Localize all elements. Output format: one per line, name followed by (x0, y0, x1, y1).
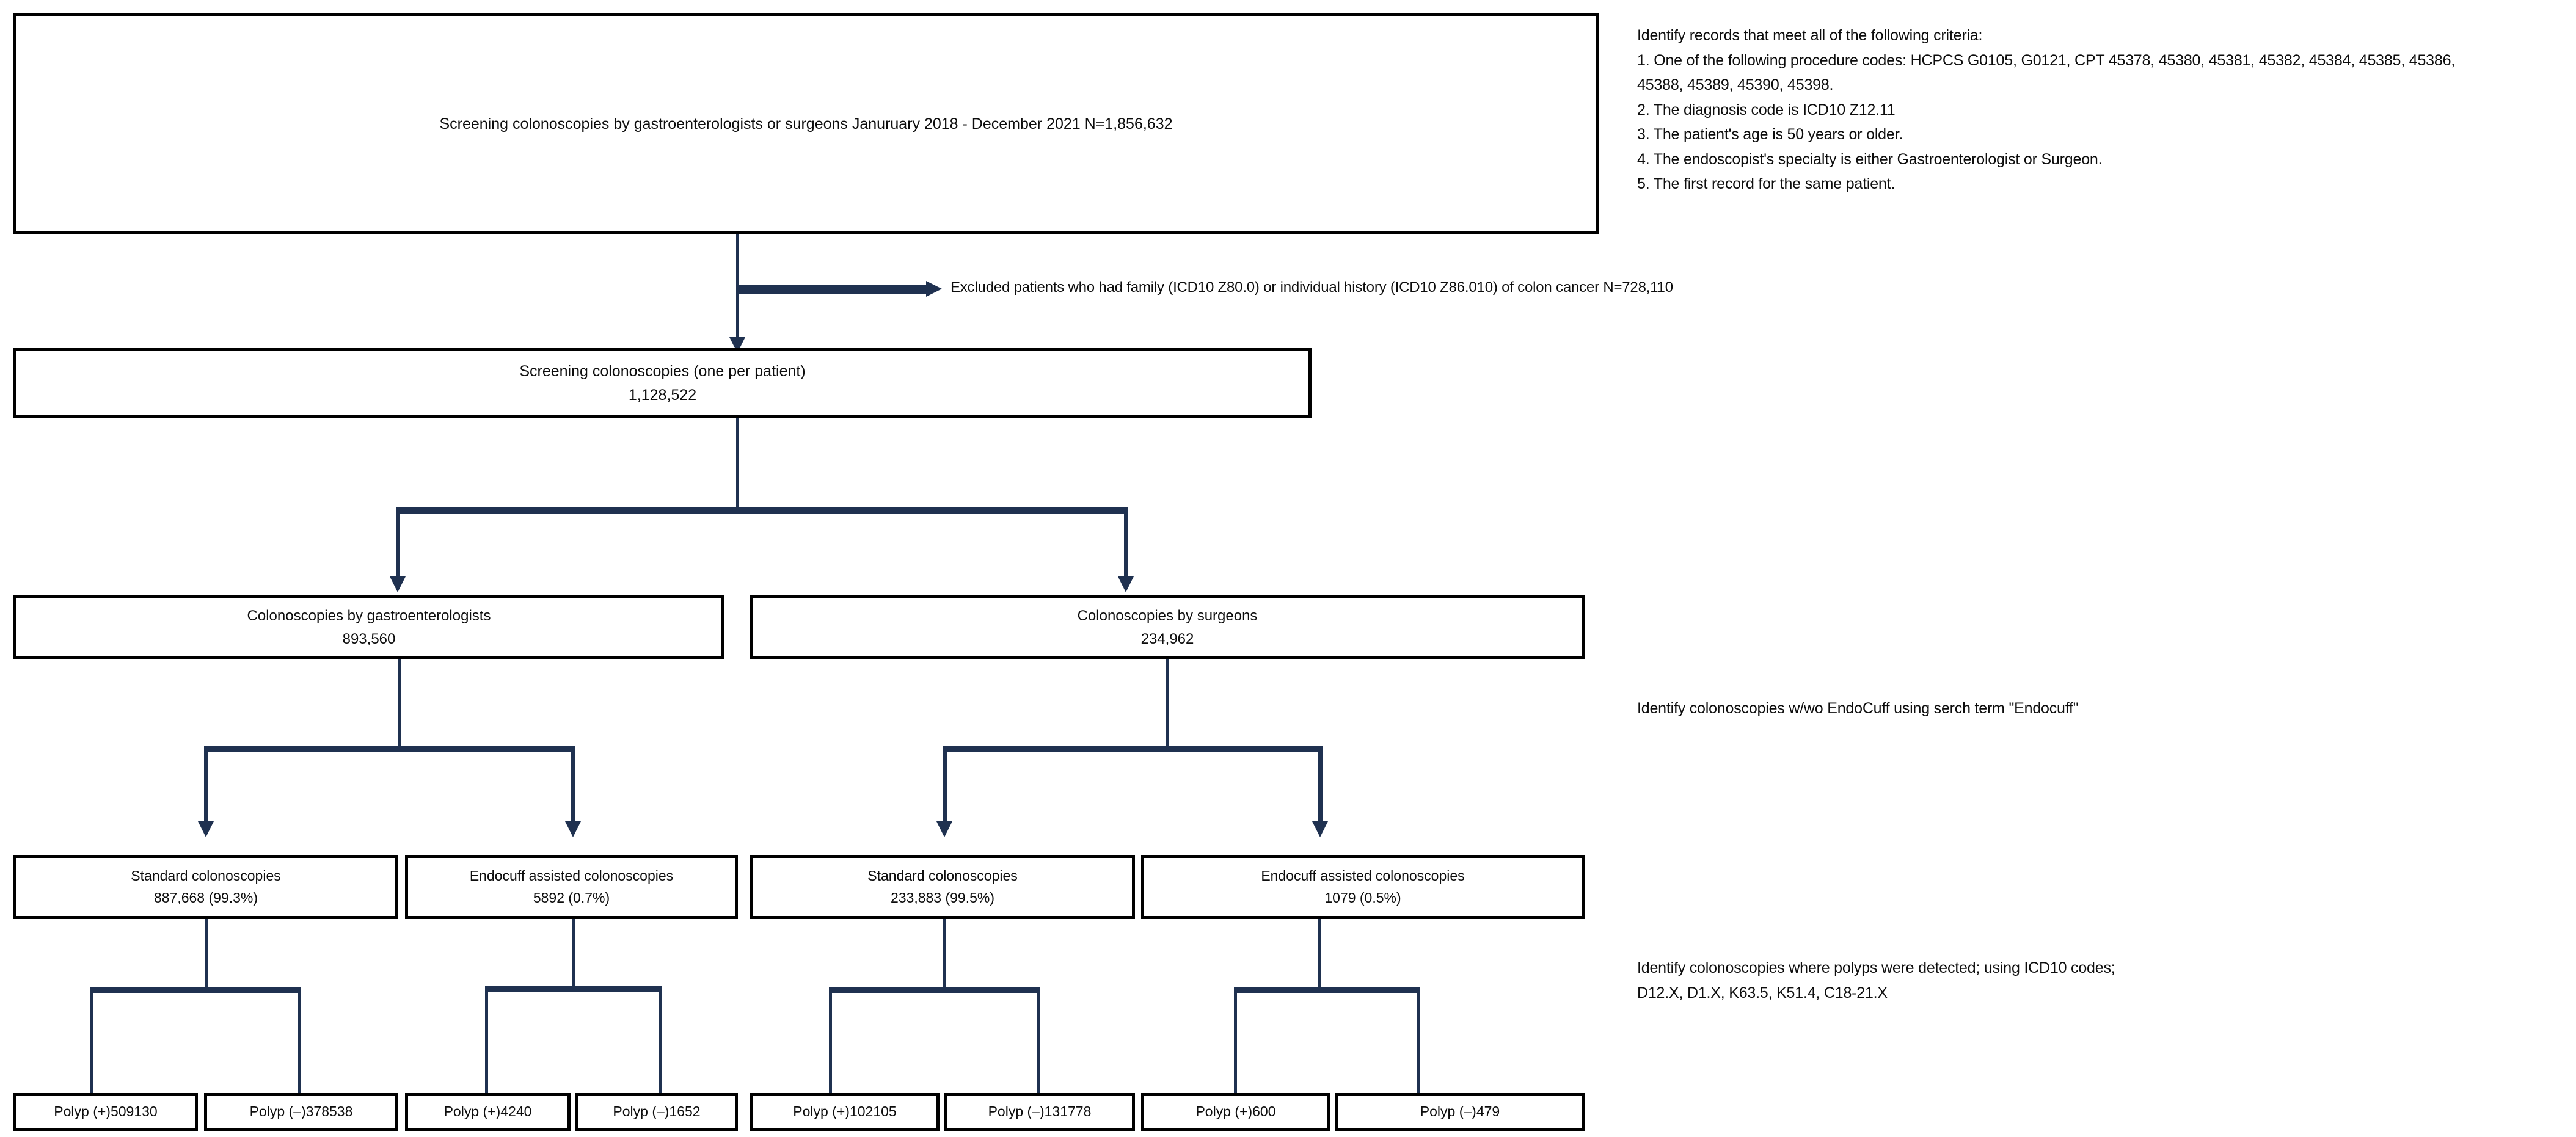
node-surgeons-line1: Colonoscopies by surgeons (1077, 608, 1258, 625)
node-gastro-endocuff-line2: 5892 (0.7%) (533, 889, 610, 906)
arrowhead-to-gastro (390, 576, 406, 592)
node-gastro-standard: Standard colonoscopies 887,668 (99.3%) (13, 855, 398, 919)
node-polyp-5: Polyp (+)102105 (750, 1093, 940, 1131)
note-criteria-heading: Identify records that meet all of the fo… (1637, 27, 1983, 44)
connector-polyp-5-drop (829, 987, 832, 1097)
connector-root-to-onepp (736, 234, 739, 348)
note-endocuff-line-0: Identify colonoscopies w/wo EndoCuff usi… (1637, 700, 2079, 717)
connector-gastro-endocuff-bar (485, 986, 662, 992)
node-polyp-8: Polyp (–)479 (1335, 1093, 1585, 1131)
node-gastro-line1: Colonoscopies by gastroenterologists (247, 608, 491, 625)
arrowhead-exclusion (926, 281, 942, 297)
note-criteria-item-4: 4. The endoscopist's specialty is either… (1637, 150, 2103, 168)
connector-gastro-endocuff-stem (572, 919, 575, 990)
note-criteria-item-5: 5. The first record for the same patient… (1637, 175, 1896, 192)
connector-polyp-1-drop (90, 987, 93, 1097)
node-polyp-7: Polyp (+)600 (1141, 1093, 1330, 1131)
node-surgeon-standard-line1: Standard colonoscopies (867, 867, 1018, 884)
node-polyp-1: Polyp (+)509130 (13, 1093, 198, 1131)
arrowhead-to-surgeon-standard (936, 821, 952, 837)
node-polyp-3: Polyp (+)4240 (405, 1093, 571, 1131)
node-surgeons-line2: 234,962 (1140, 630, 1194, 647)
node-polyp-6: Polyp (–)131778 (944, 1093, 1135, 1131)
connector-gastro-right-drop (571, 746, 575, 832)
note-criteria-item-0: 1. One of the following procedure codes:… (1637, 51, 2456, 69)
note-criteria-item-3: 3. The patient's age is 50 years or olde… (1637, 126, 1903, 143)
node-gastro-endocuff-line1: Endocuff assisted colonoscopies (469, 867, 674, 884)
node-polyp-8-line1: Polyp (–)479 (1420, 1103, 1500, 1120)
node-gastro-standard-line2: 887,668 (99.3%) (153, 889, 258, 906)
node-polyp-2-line1: Polyp (–)378538 (249, 1103, 353, 1120)
connector-gastro-bar (204, 746, 575, 752)
node-gastro-standard-line1: Standard colonoscopies (131, 867, 281, 884)
connector-gastro-stem (398, 659, 401, 748)
node-polyp-4-line1: Polyp (–)1652 (613, 1103, 701, 1120)
node-surgeon-endocuff-line2: 1079 (0.5%) (1324, 889, 1401, 906)
note-criteria-item-2: 2. The diagnosis code is ICD10 Z12.11 (1637, 101, 1896, 118)
connector-surgeons-stem (1166, 659, 1169, 748)
connector-onepp-bar (396, 507, 1128, 514)
node-polyp-6-line1: Polyp (–)131778 (988, 1103, 1092, 1120)
connector-gastro-standard-stem (205, 919, 208, 990)
note-polyps-line-1: D12.X, D1.X, K63.5, K51.4, C18-21.X (1637, 984, 1888, 1001)
arrowhead-to-surgeon-endocuff (1312, 821, 1328, 837)
arrowhead-to-gastro-endocuff (565, 821, 581, 837)
node-root-line1: Screening colonoscopies by gastroenterol… (439, 115, 1173, 133)
note-polyps-line-0: Identify colonoscopies where polyps were… (1637, 959, 2115, 976)
node-root: Screening colonoscopies by gastroenterol… (13, 13, 1599, 234)
connector-surgeons-left-drop (943, 746, 947, 832)
connector-surgeons-right-drop (1318, 746, 1323, 832)
node-polyp-3-line1: Polyp (+)4240 (443, 1103, 532, 1120)
connector-polyp-7-drop (1234, 987, 1237, 1097)
node-one-per-patient: Screening colonoscopies (one per patient… (13, 348, 1312, 418)
connector-gastro-standard-bar (90, 987, 301, 993)
note-criteria-item-1: 45388, 45389, 45390, 45398. (1637, 76, 1834, 93)
arrowhead-to-surgeons (1118, 576, 1134, 592)
connector-gastro-left-drop (204, 746, 208, 832)
node-polyp-7-line1: Polyp (+)600 (1195, 1103, 1276, 1120)
node-polyp-4: Polyp (–)1652 (575, 1093, 738, 1131)
node-polyp-1-line1: Polyp (+)509130 (54, 1103, 158, 1120)
connector-surgeon-endocuff-bar (1234, 987, 1420, 993)
node-gastro-line2: 893,560 (342, 630, 396, 647)
connector-polyp-3-drop (485, 986, 488, 1097)
connector-surgeon-endocuff-stem (1318, 919, 1321, 990)
note-polyps: Identify colonoscopies where polyps were… (1637, 956, 2115, 1005)
node-surgeon-standard-line2: 233,883 (99.5%) (890, 889, 995, 906)
node-surgeon-endocuff-line1: Endocuff assisted colonoscopies (1261, 867, 1465, 884)
connector-surgeon-standard-bar (829, 987, 1040, 993)
connector-onepp-right-drop (1124, 507, 1128, 587)
node-polyp-5-line1: Polyp (+)102105 (793, 1103, 897, 1120)
node-polyp-2: Polyp (–)378538 (204, 1093, 398, 1131)
arrowhead-to-gastro-standard (198, 821, 214, 837)
node-surgeon-endocuff: Endocuff assisted colonoscopies 1079 (0.… (1141, 855, 1585, 919)
node-one-per-patient-line1: Screening colonoscopies (one per patient… (519, 362, 806, 380)
connector-exclusion (738, 285, 927, 294)
connector-polyp-6-drop (1037, 987, 1040, 1097)
connector-surgeons-bar (943, 746, 1323, 752)
connector-polyp-8-drop (1417, 987, 1420, 1097)
node-one-per-patient-line2: 1,128,522 (628, 386, 697, 404)
connector-surgeon-standard-stem (943, 919, 946, 990)
note-endocuff: Identify colonoscopies w/wo EndoCuff usi… (1637, 696, 2079, 721)
node-surgeon-standard: Standard colonoscopies 233,883 (99.5%) (750, 855, 1135, 919)
node-excluded-label: Excluded patients who had family (ICD10 … (950, 279, 1673, 296)
node-gastro-endocuff: Endocuff assisted colonoscopies 5892 (0.… (405, 855, 738, 919)
connector-polyp-4-drop (659, 986, 662, 1097)
connector-onepp-stem (736, 418, 739, 510)
note-criteria: Identify records that meet all of the fo… (1637, 23, 2455, 197)
connector-polyp-2-drop (298, 987, 301, 1097)
connector-onepp-left-drop (396, 507, 400, 587)
node-surgeons: Colonoscopies by surgeons 234,962 (750, 595, 1585, 659)
node-gastro: Colonoscopies by gastroenterologists 893… (13, 595, 724, 659)
